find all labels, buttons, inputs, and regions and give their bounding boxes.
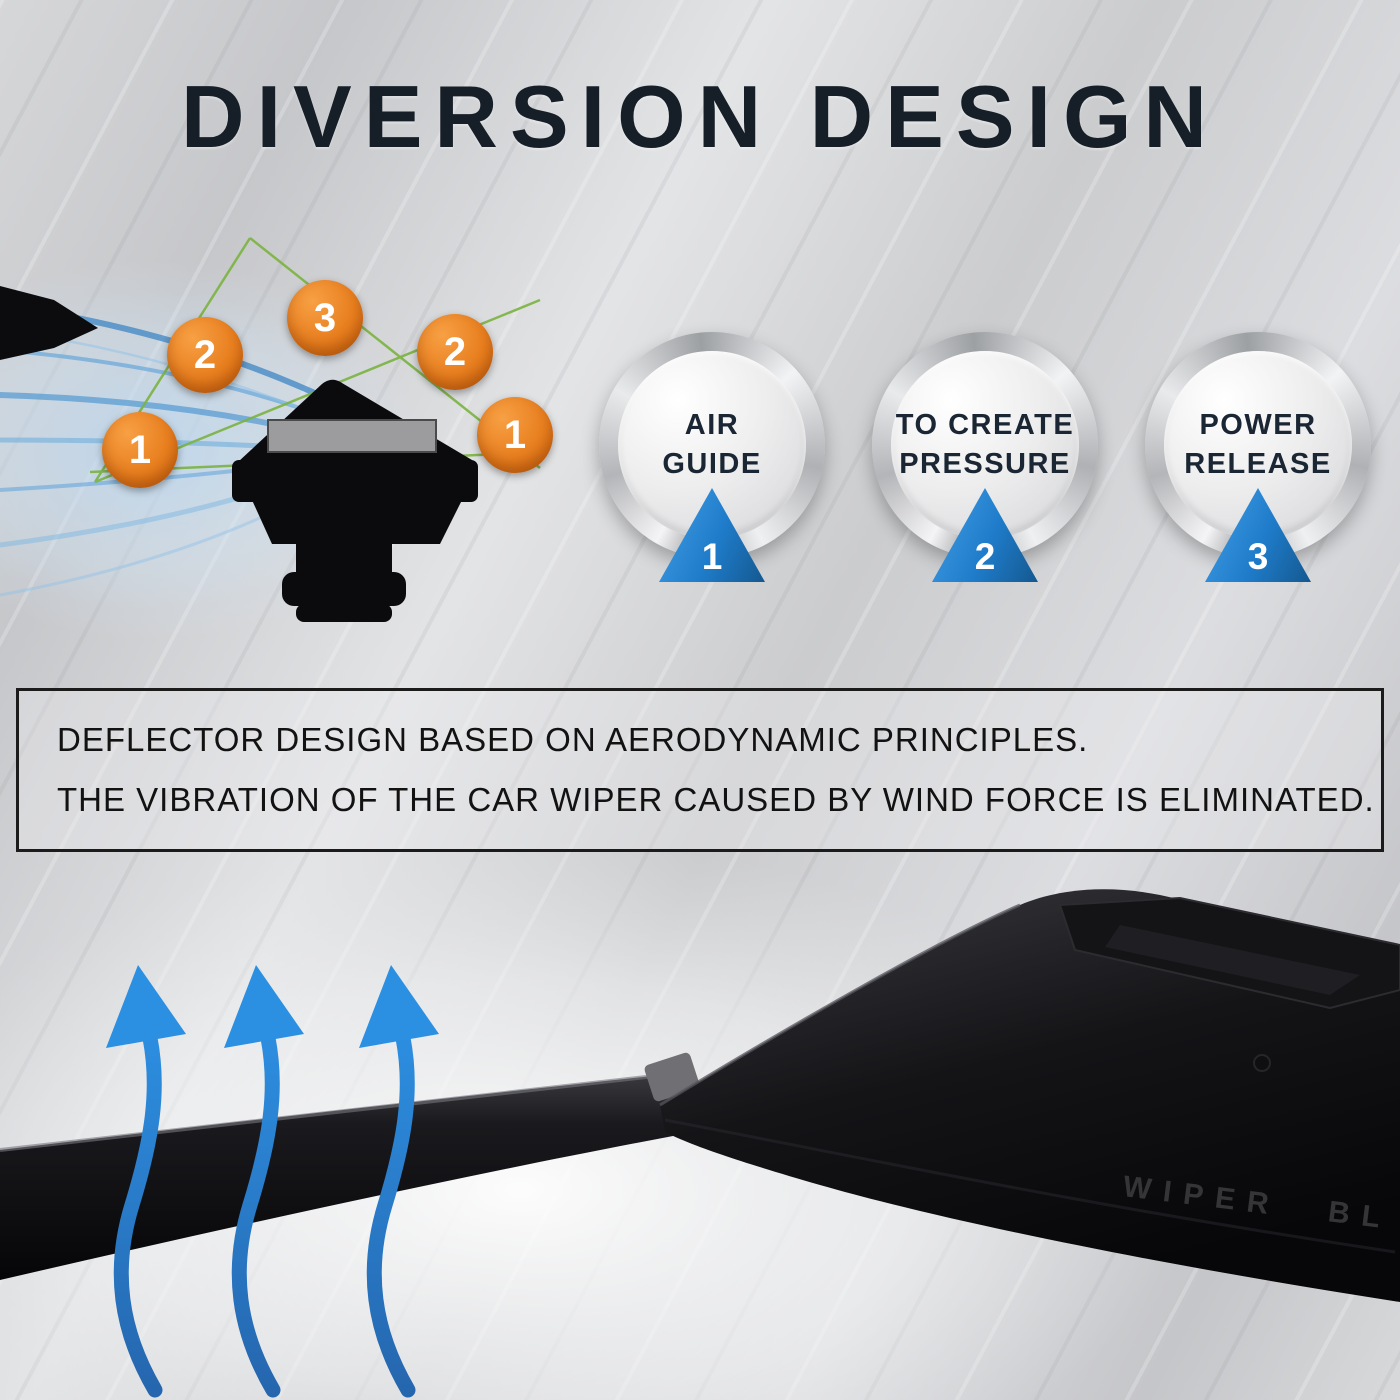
feature-label-line1: TO CREATE xyxy=(895,408,1075,441)
description-line-1: DEFLECTOR DESIGN BASED ON AERODYNAMIC PR… xyxy=(57,721,1089,758)
description-line-2: THE VIBRATION OF THE CAR WIPER CAUSED BY… xyxy=(57,781,1375,818)
callout-number: 2 xyxy=(193,332,217,377)
callout-badge-3: 3 xyxy=(287,280,363,356)
blade-spoiler xyxy=(660,889,1400,1302)
spoiler-rivet xyxy=(1253,1054,1271,1072)
feature-circle-air-guide: AIR GUIDE 1 xyxy=(599,332,825,582)
feature-label-line2: PRESSURE xyxy=(899,448,1071,480)
feature-label-line1: AIR xyxy=(684,408,740,441)
callout-number: 2 xyxy=(443,329,467,374)
metal-insert xyxy=(267,419,437,453)
airflow-arrow xyxy=(106,965,186,1398)
blade-tip-silhouette xyxy=(0,286,98,360)
callout-number: 3 xyxy=(313,295,337,340)
description-box: DEFLECTOR DESIGN BASED ON AERODYNAMIC PR… xyxy=(16,688,1384,852)
feature-label-line2: GUIDE xyxy=(662,448,762,480)
callout-badge-1-left: 1 xyxy=(102,412,178,488)
wiper-blade-photo: WIPER BL xyxy=(0,889,1400,1302)
feature-circle-power-release: POWER RELEASE 3 xyxy=(1145,332,1371,582)
callout-number: 1 xyxy=(503,412,527,457)
callout-badge-2-right: 2 xyxy=(417,314,493,390)
feature-label-line2: RELEASE xyxy=(1184,448,1332,480)
feature-circle-create-pressure: TO CREATE PRESSURE 2 xyxy=(872,332,1098,582)
feature-label-line1: POWER xyxy=(1199,408,1317,441)
callout-badge-1-right: 1 xyxy=(477,397,553,473)
page-title: DIVERSION DESIGN xyxy=(181,67,1219,166)
callout-badge-2-left: 2 xyxy=(167,317,243,393)
step-number: 1 xyxy=(701,536,723,577)
wiper-cross-section xyxy=(232,379,478,622)
wiper-rubber-strip xyxy=(0,1072,705,1280)
step-number: 3 xyxy=(1247,536,1269,577)
callout-number: 1 xyxy=(128,427,152,472)
step-number: 2 xyxy=(974,536,996,577)
